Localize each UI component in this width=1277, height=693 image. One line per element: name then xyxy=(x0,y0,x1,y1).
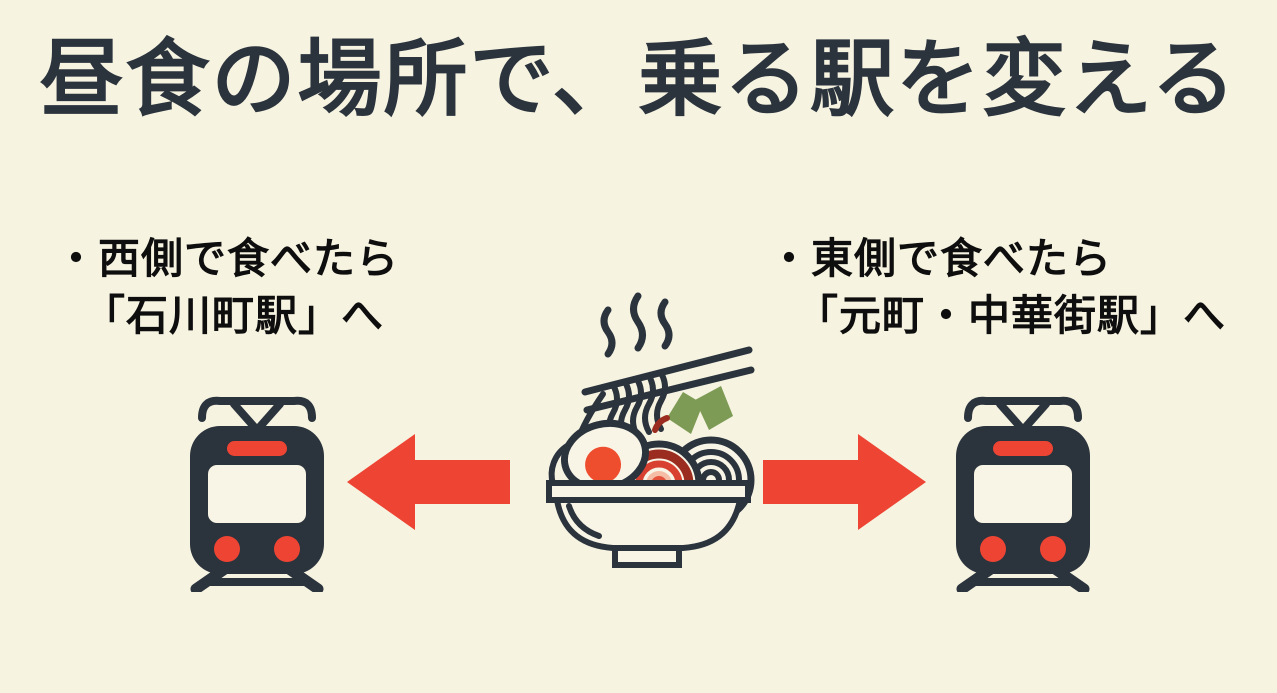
steam-icon xyxy=(600,292,673,358)
train-icon-left xyxy=(182,386,332,592)
train-light-right xyxy=(274,536,300,562)
train-destination-sign xyxy=(993,441,1053,456)
bullet-east-side: ・東側で食べたら 「元町・中華街駅」へ xyxy=(768,230,1226,344)
bowl-foot xyxy=(612,545,682,568)
arrow-left-icon xyxy=(345,432,510,532)
pantograph-icon xyxy=(964,396,1082,434)
pantograph-icon xyxy=(198,396,316,434)
train-light-right xyxy=(1040,536,1066,562)
train-window xyxy=(208,465,306,523)
bowl xyxy=(546,480,751,568)
nori-icon xyxy=(667,386,733,434)
chashu-edge xyxy=(652,415,670,433)
bowl-body xyxy=(554,497,743,551)
bullet-west-line1: ・西側で食べたら xyxy=(55,235,400,282)
train-icon-right xyxy=(948,386,1098,592)
bullet-east-line1: ・東側で食べたら xyxy=(768,235,1113,282)
train-destination-sign xyxy=(227,441,287,456)
train-light-left xyxy=(980,536,1006,562)
bowl-highlight xyxy=(566,503,602,539)
bullet-west-side: ・西側で食べたら 「石川町駅」へ xyxy=(55,230,399,344)
ramen-bowl-icon xyxy=(543,288,755,588)
train-light-left xyxy=(214,536,240,562)
egg-icon xyxy=(560,419,650,493)
page-title: 昼食の場所で、乗る駅を変える xyxy=(39,32,1238,126)
arrow-right-icon xyxy=(763,432,928,532)
bullet-east-line2: 「元町・中華街駅」へ xyxy=(796,292,1227,339)
train-window xyxy=(974,465,1072,523)
bullet-west-line2: 「石川町駅」へ xyxy=(83,292,385,339)
